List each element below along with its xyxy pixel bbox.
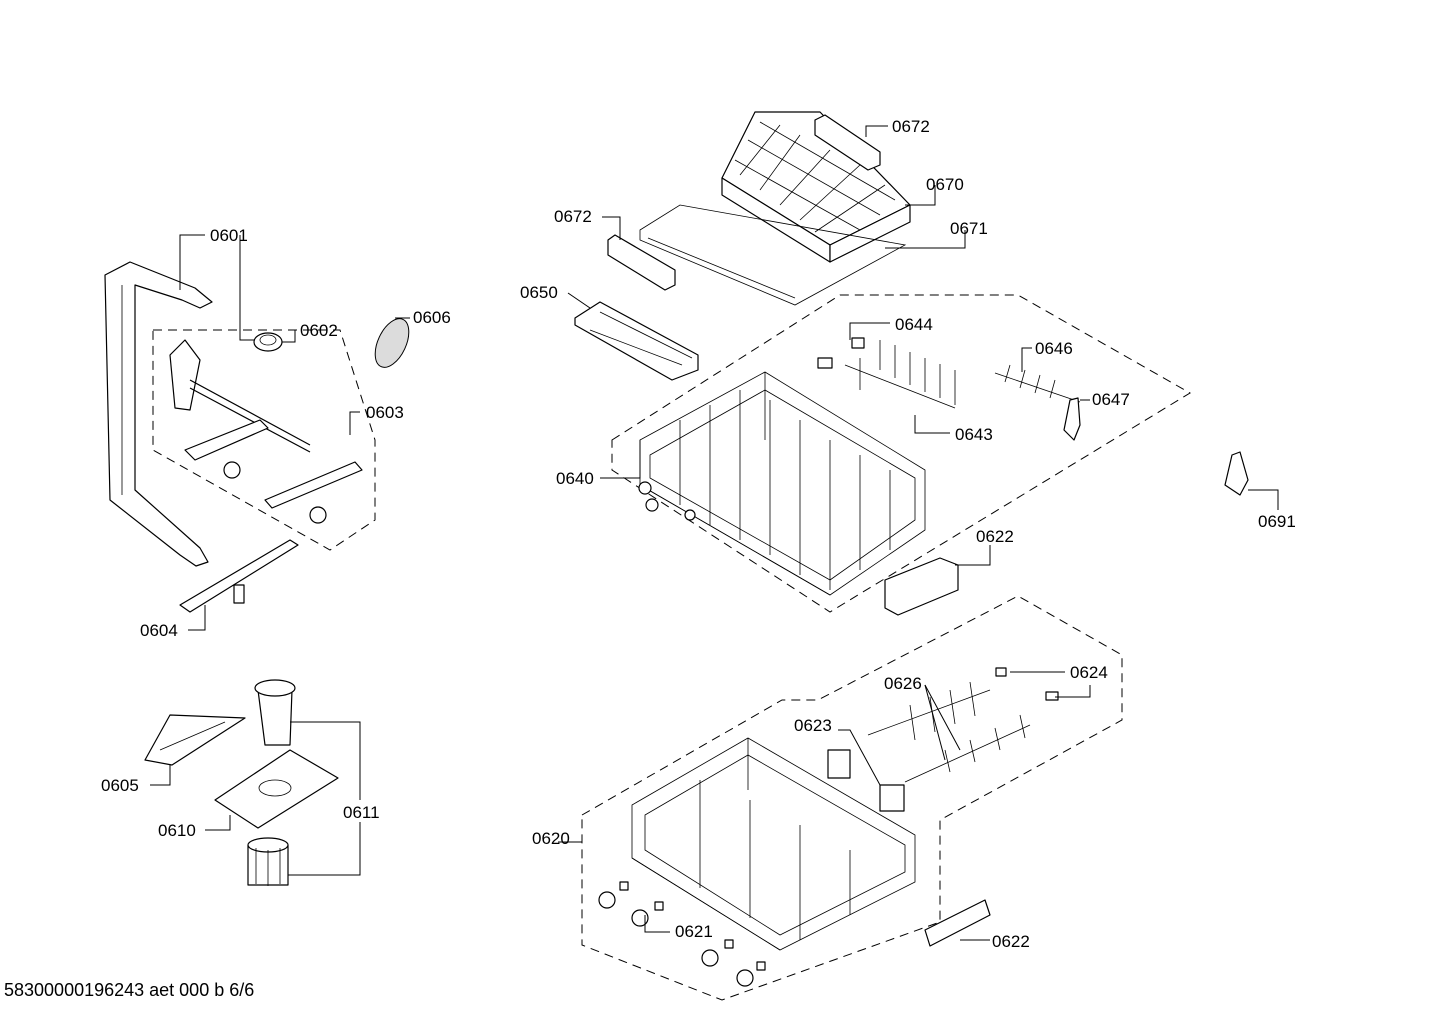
callout-0620: 0620: [532, 829, 570, 848]
upper-spray-arm-assembly-part: [169, 339, 363, 524]
callout-0640: 0640: [556, 469, 594, 488]
upper-basket-group-outline: [611, 294, 1191, 613]
clip-0624-part: [995, 667, 1059, 701]
callout-0606: 0606: [413, 308, 451, 327]
callout-0622-lower: 0622: [992, 932, 1030, 951]
micro-filter-part: [247, 837, 289, 886]
part-0691: [1224, 451, 1249, 496]
flat-filter-0610-part: [214, 749, 339, 829]
handle-0622-lower-part: [924, 899, 991, 947]
callout-0621: 0621: [675, 922, 713, 941]
drawer-end-clip-left-part: [607, 234, 676, 291]
tine-rows-0626-part: [867, 681, 1031, 783]
cutlery-drawer-part: [721, 111, 911, 263]
callout-0650: 0650: [520, 283, 558, 302]
callout-0610: 0610: [158, 821, 196, 840]
holder-0623-part: [827, 749, 905, 812]
callout-0671: 0671: [950, 219, 988, 238]
callout-0611: 0611: [343, 803, 380, 822]
callout-0646: 0646: [1035, 339, 1073, 358]
callout-0603: 0603: [366, 403, 404, 422]
callout-0623: 0623: [794, 716, 832, 735]
callout-labels: 0672 0670 0672 0671 0650 0644 0646 0647 …: [101, 117, 1296, 951]
callout-0672-left: 0672: [554, 207, 592, 226]
callout-0670: 0670: [926, 175, 964, 194]
tine-row-0643-part: [844, 340, 956, 409]
hook-0647-part: [1063, 397, 1081, 441]
callout-0622-upper: 0622: [976, 527, 1014, 546]
lower-basket-group-outline: [581, 595, 1123, 1001]
cup-shelf-part: [574, 301, 699, 381]
upper-basket-part: [638, 371, 926, 596]
drawer-rail-frame-part: [639, 204, 907, 306]
callout-0647: 0647: [1092, 390, 1130, 409]
document-reference: 58300000196243 aet 000 b 6/6: [4, 980, 255, 1000]
clip-0644-part: [817, 337, 865, 369]
nozzle-0602-part: [253, 332, 283, 352]
callout-0691: 0691: [1258, 512, 1296, 531]
callout-0602: 0602: [300, 321, 338, 340]
wheels-0621-part: [598, 881, 766, 987]
callout-0644: 0644: [895, 315, 933, 334]
callout-0643: 0643: [955, 425, 993, 444]
callout-0604: 0604: [140, 621, 178, 640]
lower-basket-part: [631, 737, 916, 951]
filter-cap-0606-part: [374, 318, 410, 368]
sump-cover-0605-part: [144, 714, 246, 766]
feed-pipe-part: [104, 261, 213, 567]
coarse-filter-part: [254, 679, 296, 746]
callout-0626: 0626: [884, 674, 922, 693]
callout-0624: 0624: [1070, 663, 1108, 682]
drawer-end-clip-right-part: [814, 114, 881, 171]
callout-0605: 0605: [101, 776, 139, 795]
leader-lines: [150, 125, 1279, 941]
callout-0601: 0601: [210, 226, 248, 245]
callout-0672-right: 0672: [892, 117, 930, 136]
lower-spray-arm-0604-part: [179, 539, 299, 613]
spray-arm-group-outline: [152, 329, 376, 551]
handle-0622-upper-part: [884, 557, 959, 616]
tine-row-0646-part: [994, 364, 1081, 403]
